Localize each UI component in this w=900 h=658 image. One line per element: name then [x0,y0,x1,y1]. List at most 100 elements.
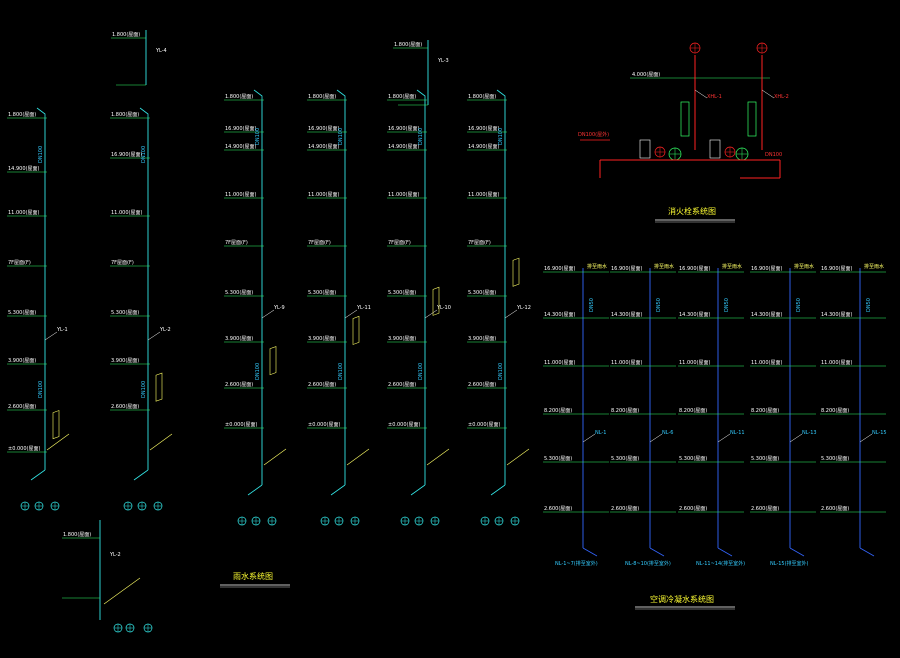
floor-label: 7F屋面(F) [111,260,134,266]
rain-system-title: 雨水系统图 [233,571,273,581]
floor-label: 4.000(屋面) [632,72,660,78]
rain-riser-top-2: 1.800(屋面)YL-3 [393,40,449,106]
riser-tag: NL-11 [730,430,745,436]
floor-label: 5.300(屋面) [111,310,139,316]
floor-label: 14.300(屋面) [679,312,710,318]
tag-leader [789,433,803,443]
floor-label: 2.600(屋面) [8,404,36,410]
floor-label: 11.000(屋面) [388,192,419,198]
hydrant-valve-icon [654,146,666,158]
floor-label: 16.900(屋面) [388,126,419,132]
cleanout-box [432,286,440,316]
cleanout-box [512,257,520,287]
floor-label: 11.000(屋面) [308,192,339,198]
outfall-pipe [490,484,506,496]
outfall-well-icon [143,623,153,633]
floor-label: 16.900(屋面) [679,266,710,272]
ac-riser-1: 16.900(屋面)14.300(屋面)11.000(屋面)8.200(屋面)5… [543,263,609,557]
riser-tag: XHL-2 [774,94,789,100]
roof-drain [336,89,346,100]
pipe-dn: DN100 [498,363,504,380]
tag-leader [859,433,873,443]
outfall-well-icon [20,501,30,511]
rain-riser-lower: 1.800(屋面)YL-2 [62,520,153,633]
floor-label: 7F屋面(F) [388,240,411,246]
roof-drain [496,89,506,100]
pipe-dn: DN100 [141,381,147,398]
riser-tag: NL-1 [595,430,606,436]
floor-label: 1.800(屋面) [225,94,253,100]
floor-label: ±0.000(屋面) [8,446,40,452]
floor-label: 5.300(屋面) [225,290,253,296]
branch-pipe [103,577,141,605]
outfall-well-icon [320,516,330,526]
outfall-well-icon [510,516,520,526]
floor-label: 14.300(屋面) [611,312,642,318]
floor-label: 5.300(屋面) [468,290,496,296]
riser-tag: NL-6 [662,430,673,436]
outfall-well-icon [113,623,123,633]
tag-leader [261,309,275,319]
top-tag: 排至雨水 [587,263,607,270]
branch-pipe [263,448,287,466]
hydrant-riser-2: XHL-2 [735,42,789,161]
floor-label: 8.200(屋面) [751,408,779,414]
floor-label: 5.300(屋面) [611,456,639,462]
hydrant-valve-icon [668,147,682,161]
tag-leader [424,309,438,319]
outfall-well-icon [480,516,490,526]
riser-tag: XHL-1 [707,94,722,100]
floor-label: 16.900(屋面) [544,266,575,272]
floor-label: 11.000(屋面) [611,360,642,366]
floor-label: 2.600(屋面) [679,506,707,512]
pipe-dn: DN100 [255,128,261,145]
roof-drain [36,107,46,118]
pipe-dn: DN100 [418,363,424,380]
tag-leader [582,433,596,443]
floor-label: 5.300(屋面) [751,456,779,462]
riser-tag: NL-13 [802,430,817,436]
pipe-dn: DN50 [866,298,872,312]
floor-label: ±0.000(屋面) [468,422,500,428]
riser-tag: NL-15 [872,430,887,436]
floor-label: 7F屋面(F) [308,240,331,246]
outfall-well-icon [400,516,410,526]
outfall-pipe [30,469,46,481]
outfall-pipe [789,547,805,557]
tag-leader [147,331,161,341]
riser-tag: YL-10 [436,305,451,311]
outfall-well-icon [334,516,344,526]
floor-label: 7F屋面(F) [8,260,31,266]
outfall-well-icon [137,501,147,511]
floor-label: 3.900(屋面) [225,336,253,342]
pipe-dn: DN100 [418,128,424,145]
pipe-dn: DN100 [498,128,504,145]
floor-label: 1.800(屋面) [468,94,496,100]
floor-label: 16.900(屋面) [821,266,852,272]
outfall-well-icon [34,501,44,511]
floor-label: 3.900(屋面) [388,336,416,342]
hydrant-head-icon [756,42,768,54]
valve-box [709,139,721,159]
tag-leader [717,433,731,443]
floor-label: 5.300(屋面) [544,456,572,462]
riser-tag: YL-1 [56,327,68,333]
tag-leader [504,309,518,319]
pipe-dn: DN100 [338,363,344,380]
riser-tag: YL-2 [109,552,121,558]
pipe-dn: DN50 [796,298,802,312]
outfall-pipe [247,484,263,496]
rain-riser-3: 1.800(屋面)16.900(屋面)14.900(屋面)11.000(屋面)7… [224,89,287,526]
floor-label: 11.000(屋面) [111,210,142,216]
outfall-pipe [133,469,149,481]
top-tag: 排至雨水 [722,263,742,270]
outfall-pipe [410,484,426,496]
floor-label: 8.200(屋面) [679,408,707,414]
floor-label: 7F屋面(F) [225,240,248,246]
hydrant-head-icon [689,42,701,54]
floor-label: ±0.000(屋面) [308,422,340,428]
floor-label: 14.900(屋面) [468,144,499,150]
branch-pipe [46,433,70,451]
rain-water-system-diagram: 1.800(屋面) 14.900(屋面) 11.000(屋面) 7F屋面(F) 5.30… [7,30,531,633]
